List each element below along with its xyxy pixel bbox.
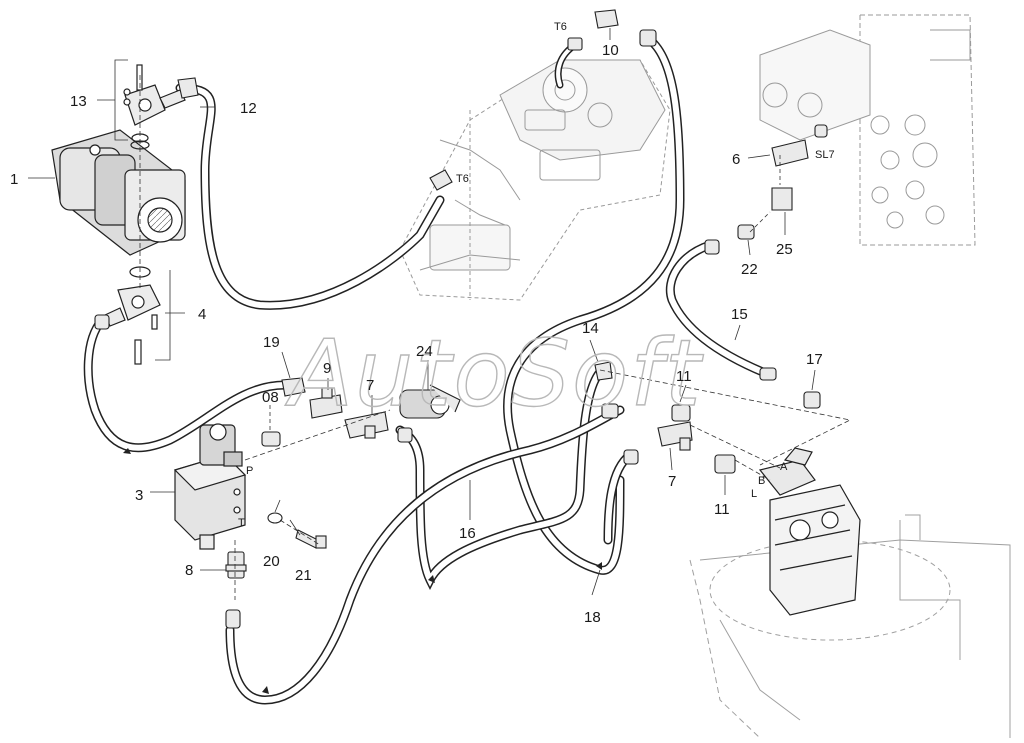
part-label-17: 17	[806, 351, 823, 368]
part-label-16: 16	[459, 525, 476, 542]
part-label-6: 6	[732, 151, 740, 168]
part-label-11-upper: 11	[676, 368, 692, 385]
gear-pump	[51, 129, 186, 278]
flange-13	[123, 64, 186, 143]
part-label-18: 18	[584, 609, 601, 626]
part-labels: 1 13 12 4 19 08 9 24 7 3 20 21 8 16 14 1…	[10, 42, 823, 626]
port-label-a: A	[780, 461, 788, 473]
part-label-20: 20	[263, 553, 280, 570]
port-label-sl7: SL7	[815, 149, 835, 161]
hoses	[83, 35, 775, 705]
port-label-t: T	[238, 517, 245, 529]
part-label-14: 14	[582, 320, 599, 337]
flange-4	[104, 284, 161, 365]
port-label-p: P	[246, 465, 253, 477]
part-label-13: 13	[70, 93, 87, 110]
part-label-19: 19	[263, 334, 280, 351]
part-label-15: 15	[731, 306, 748, 323]
part-label-10: 10	[602, 42, 619, 59]
solenoid-valve-3	[173, 423, 247, 550]
port-label-b: B	[758, 475, 765, 487]
port-label-t6-mid: T6	[456, 173, 469, 185]
hydraulic-motor	[758, 447, 861, 616]
part-label-7-left: 7	[366, 377, 374, 394]
part-label-4: 4	[198, 306, 206, 323]
fittings	[94, 9, 828, 629]
port-label-t6-top: T6	[554, 21, 567, 33]
part-label-25: 25	[776, 241, 793, 258]
part-label-8: 8	[185, 562, 193, 579]
flow-arrows	[123, 448, 602, 694]
part-label-12: 12	[240, 100, 257, 117]
part-label-9: 9	[323, 360, 331, 377]
part-label-3: 3	[135, 487, 143, 504]
control-valve-block-background	[399, 59, 671, 301]
part-label-1: 1	[10, 171, 18, 188]
port-label-l: L	[751, 488, 757, 500]
leader-lines	[28, 28, 852, 600]
part-label-7-right: 7	[668, 473, 676, 490]
part-label-22: 22	[741, 261, 758, 278]
watermark: AutoSoft	[285, 320, 704, 427]
part-label-11-lower: 11	[714, 501, 730, 518]
part-label-24: 24	[416, 343, 433, 360]
manifold-block-background	[759, 14, 976, 246]
part-label-21: 21	[295, 567, 312, 584]
port-labels: P T T6 T6 SL7 A B L	[238, 21, 835, 529]
part-label-08: 08	[262, 389, 279, 406]
